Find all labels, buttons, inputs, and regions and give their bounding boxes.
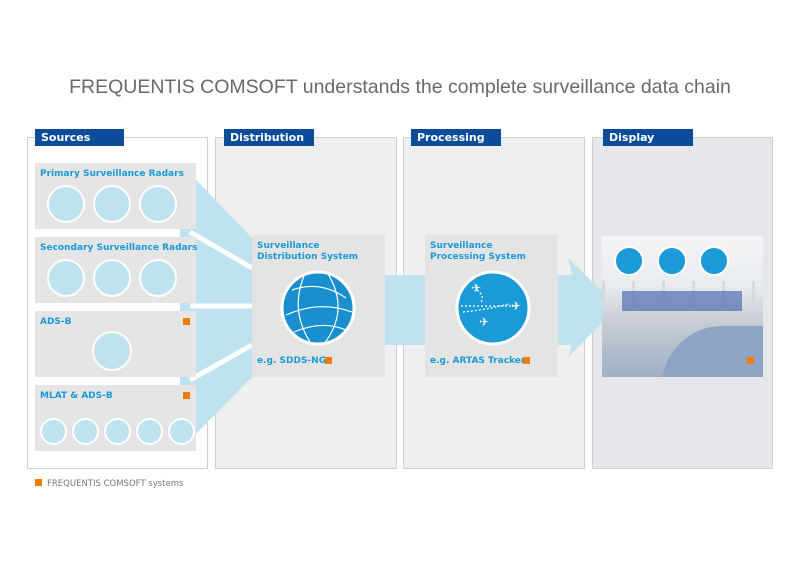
ads-b-sensor-icon [92,331,132,371]
frequentis-marker [325,357,332,364]
frequentis-marker [183,318,190,325]
legend-label: FREQUENTIS COMSOFT systems [47,479,184,489]
ads-b-sensor-icon [40,418,67,445]
source-card-mlat: MLAT & ADS-B [35,385,196,451]
radar-icon [139,259,177,297]
controller-icon [614,246,644,276]
flow-separator [188,342,254,383]
system-example: e.g. SDDS-NG [257,356,327,366]
ads-b-sensor-icon [136,418,163,445]
radar-icon [47,185,85,223]
frequentis-marker [747,357,754,364]
system-title: Distribution System [257,252,359,262]
flow-processing-to-display [558,258,618,357]
radar-icon [93,185,131,223]
source-card-psr: Primary Surveillance Radars [35,163,196,229]
diagram-title: FREQUENTIS COMSOFT understands the compl… [69,76,731,98]
legend: FREQUENTIS COMSOFT systems [35,479,183,489]
svg-text:✈: ✈ [479,315,489,329]
sources-header: Sources [35,129,124,146]
distribution-system-box: Surveillance Distribution System e.g. SD… [252,235,385,377]
svg-text:✈: ✈ [511,299,521,313]
display-header: Display [603,129,693,146]
system-title: Surveillance [257,241,320,251]
globe-icon [280,270,356,346]
system-example: e.g. ARTAS Tracker [430,356,526,366]
svg-text:✈: ✈ [471,281,481,295]
legend-marker [35,479,42,486]
system-title: Processing System [430,252,526,262]
source-label: ADS-B [40,317,72,327]
ads-b-sensor-icon [104,418,131,445]
processing-header: Processing [411,129,501,146]
radar-icon [93,259,131,297]
processing-system-box: Surveillance Processing System ✈ ✈ ✈ e.g. … [425,235,558,377]
controller-icon [657,246,687,276]
distribution-header: Distribution [224,129,314,146]
flow-separator [188,229,254,271]
radar-icon [47,259,85,297]
controller-icon [699,246,729,276]
workstations [622,291,742,311]
source-label: Secondary Surveillance Radars [40,243,198,253]
system-title: Surveillance [430,241,493,251]
source-card-ssr: Secondary Surveillance Radars [35,237,198,303]
source-label: MLAT & ADS-B [40,391,113,401]
frequentis-marker [183,392,190,399]
flow-distribution-to-processing [385,275,427,345]
source-card-ads-b: ADS-B [35,311,196,377]
source-label: Primary Surveillance Radars [40,169,184,179]
aircraft-tracks-icon: ✈ ✈ ✈ [455,270,531,346]
console-desk [662,326,763,377]
radar-icon [139,185,177,223]
ads-b-sensor-icon [168,418,195,445]
ads-b-sensor-icon [72,418,99,445]
control-room-photo [602,236,763,377]
frequentis-marker [523,357,530,364]
